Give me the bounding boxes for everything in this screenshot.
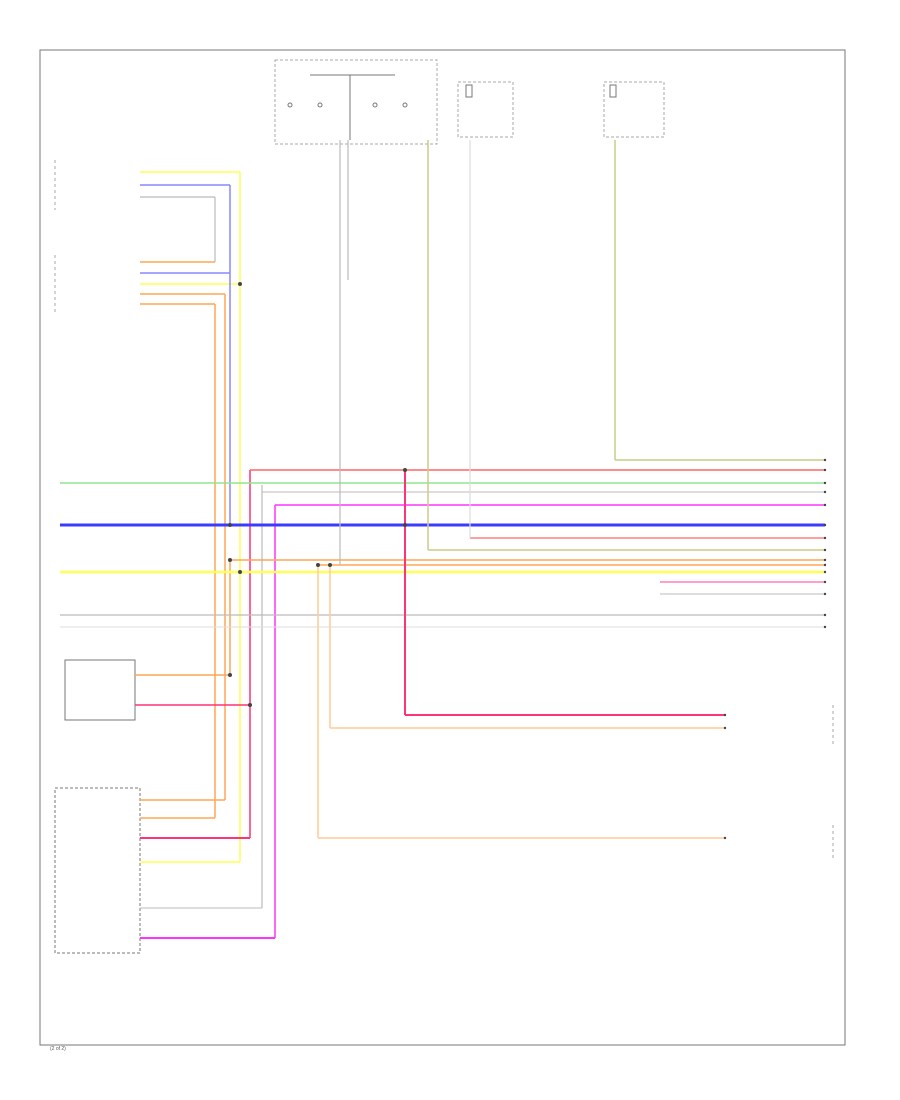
module-box-1	[64, 659, 136, 721]
hot-at-all-times-fuse	[603, 81, 665, 138]
hot-in-run-fuse	[457, 81, 514, 138]
right-terminals	[723, 458, 827, 840]
splice-points	[228, 282, 407, 707]
diagram-frame	[39, 49, 846, 1046]
wire-layer	[60, 140, 825, 939]
ignition-switch	[274, 59, 438, 145]
engine-control-module-box	[54, 787, 141, 954]
page-footer: (2 of 2)	[50, 1046, 66, 1052]
